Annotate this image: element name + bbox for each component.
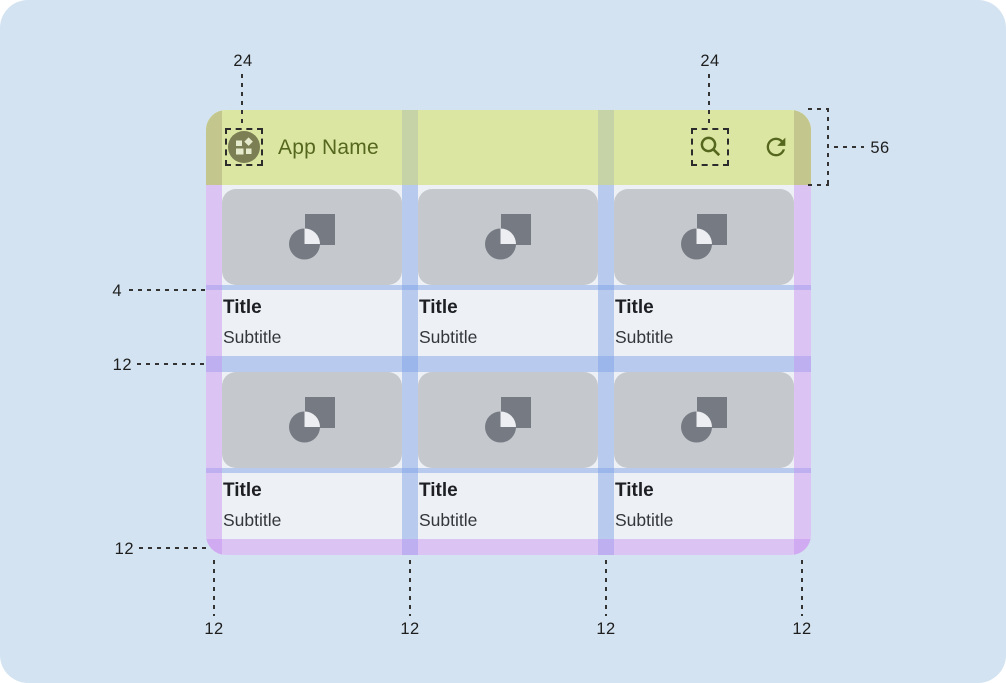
search-button[interactable] bbox=[696, 133, 724, 161]
image-placeholder-icon bbox=[289, 397, 335, 443]
measure-box-search-icon bbox=[691, 128, 729, 166]
card-image bbox=[614, 372, 794, 468]
spacing-band-between-rows bbox=[206, 356, 811, 372]
dim-label-appbar-height: 56 bbox=[870, 139, 890, 157]
card-title: Title bbox=[419, 480, 458, 501]
margin-overlay-left bbox=[206, 185, 222, 555]
margin-overlay-bottom bbox=[206, 539, 811, 555]
margin-overlay-appbar-right bbox=[794, 110, 811, 185]
card-title: Title bbox=[419, 297, 458, 318]
image-placeholder-icon bbox=[485, 214, 531, 260]
refresh-icon bbox=[766, 137, 786, 157]
image-placeholder-icon bbox=[681, 214, 727, 260]
grid-card[interactable]: Title Subtitle bbox=[418, 372, 598, 539]
dim-line-bottom-margin bbox=[139, 547, 206, 549]
dim-label-action-icon: 24 bbox=[700, 52, 720, 70]
dim-line-gutter-1 bbox=[409, 560, 411, 616]
card-subtitle: Subtitle bbox=[419, 327, 478, 347]
dim-label-image-text-gap: 4 bbox=[112, 282, 122, 300]
image-placeholder-icon bbox=[485, 397, 531, 443]
app-grid-icon bbox=[228, 131, 260, 163]
card-subtitle: Subtitle bbox=[223, 510, 282, 530]
measure-box-app-icon bbox=[225, 128, 263, 166]
card-subtitle: Subtitle bbox=[223, 327, 282, 347]
search-icon bbox=[700, 136, 721, 157]
dim-line-left-margin bbox=[213, 560, 215, 616]
dim-line-image-text-gap bbox=[129, 289, 206, 291]
dim-label-right-margin: 12 bbox=[792, 620, 812, 638]
card-title: Title bbox=[223, 480, 262, 501]
dim-tick-appbar-bottom bbox=[808, 184, 829, 186]
dim-label-bottom-margin: 12 bbox=[114, 540, 134, 558]
grid-card[interactable]: Title Subtitle bbox=[614, 372, 794, 539]
app-bar: App Name bbox=[206, 110, 811, 185]
dim-label-gutter-1: 12 bbox=[400, 620, 420, 638]
margin-overlay-right bbox=[794, 185, 811, 555]
grid-card[interactable]: Title Subtitle bbox=[222, 189, 402, 356]
card-image bbox=[614, 189, 794, 285]
gutter-overlay-1 bbox=[402, 185, 418, 555]
refresh-button[interactable] bbox=[762, 133, 790, 161]
dim-tick-appbar-top bbox=[808, 108, 829, 110]
image-placeholder-icon bbox=[289, 214, 335, 260]
gutter-overlay-2 bbox=[598, 185, 614, 555]
layout-mockup: App Name bbox=[206, 110, 811, 555]
card-subtitle: Subtitle bbox=[615, 510, 674, 530]
grid-card[interactable]: Title Subtitle bbox=[614, 189, 794, 356]
dim-label-gutter-2: 12 bbox=[596, 620, 616, 638]
margin-overlay-appbar-left bbox=[206, 110, 222, 185]
image-placeholder-icon bbox=[681, 397, 727, 443]
dim-label-app-icon: 24 bbox=[233, 52, 253, 70]
card-image bbox=[222, 372, 402, 468]
dim-line-gutter-2 bbox=[605, 560, 607, 616]
dim-line-right-margin bbox=[801, 560, 803, 616]
grid-card[interactable]: Title Subtitle bbox=[222, 372, 402, 539]
dim-line-row-gap bbox=[137, 363, 206, 365]
card-image bbox=[222, 189, 402, 285]
card-title: Title bbox=[223, 297, 262, 318]
card-subtitle: Subtitle bbox=[419, 510, 478, 530]
dim-line-appbar-height bbox=[827, 108, 829, 186]
dim-line-action-icon bbox=[708, 74, 710, 127]
dim-label-row-gap: 12 bbox=[112, 356, 132, 374]
dim-connector-appbar-height bbox=[834, 146, 864, 148]
gutter-overlay-appbar-1 bbox=[402, 110, 418, 185]
grid-card[interactable]: Title Subtitle bbox=[418, 189, 598, 356]
dim-label-left-margin: 12 bbox=[204, 620, 224, 638]
card-title: Title bbox=[615, 480, 654, 501]
app-icon-button[interactable] bbox=[228, 131, 260, 163]
card-image bbox=[418, 372, 598, 468]
gutter-overlay-appbar-2 bbox=[598, 110, 614, 185]
app-bar-title: App Name bbox=[278, 136, 379, 159]
card-subtitle: Subtitle bbox=[615, 327, 674, 347]
dim-line-app-icon bbox=[241, 74, 243, 128]
card-image bbox=[418, 189, 598, 285]
card-title: Title bbox=[615, 297, 654, 318]
